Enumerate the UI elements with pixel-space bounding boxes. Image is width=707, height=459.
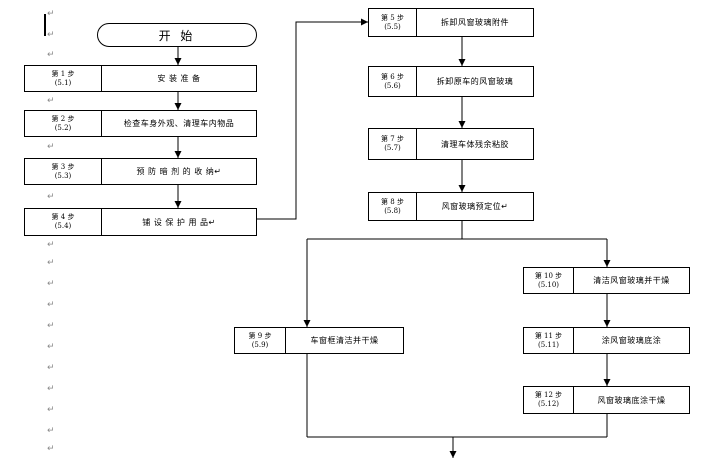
paragraph-mark: ↵ bbox=[47, 342, 55, 352]
step-task-10: 清洁风窗玻璃并干燥 bbox=[593, 276, 670, 285]
paragraph-mark: ↵ bbox=[47, 300, 55, 310]
step-box-6: 第 6 步 (5.6) 拆卸原车的风窗玻璃 bbox=[368, 66, 534, 97]
paragraph-mark: ↵ bbox=[47, 96, 55, 106]
paragraph-mark: ↵ bbox=[47, 50, 55, 60]
step-number-11: 第 11 步 (5.11) bbox=[524, 328, 574, 353]
step-box-7: 第 7 步 (5.7) 清理车体残余粘胶 bbox=[368, 128, 534, 160]
paragraph-mark: ↵ bbox=[47, 444, 55, 454]
step-box-11: 第 11 步 (5.11) 涂风窗玻璃底涂 bbox=[523, 327, 690, 354]
step-number-3: 第 3 步 (5.3) bbox=[25, 159, 102, 184]
step-task-5: 拆卸风窗玻璃附件 bbox=[441, 18, 509, 27]
step-box-4: 第 4 步 (5.4) 铺 设 保 护 用 品↵ bbox=[24, 208, 257, 236]
step-number-6: 第 6 步 (5.6) bbox=[369, 67, 417, 96]
paragraph-mark: ↵ bbox=[47, 405, 55, 415]
paragraph-mark: ↵ bbox=[47, 142, 55, 152]
paragraph-mark: ↵ bbox=[47, 363, 55, 373]
step-number-12: 第 12 步 (5.12) bbox=[524, 387, 574, 413]
step-task-12: 风窗玻璃底涂干燥 bbox=[597, 395, 666, 405]
step-task-2: 检查车身外观、清理车内物品 bbox=[123, 119, 235, 128]
paragraph-mark: ↵ bbox=[47, 384, 55, 394]
step-task-3: 预 防 暗 剂 的 收 纳↵ bbox=[136, 167, 222, 176]
step-box-8: 第 8 步 (5.8) 风窗玻璃预定位↵ bbox=[368, 192, 534, 221]
start-terminal: 开 始 bbox=[97, 23, 257, 47]
step-box-9: 第 9 步 (5.9) 车窗框清洁并干燥 bbox=[234, 327, 404, 354]
paragraph-mark: ↵ bbox=[47, 192, 55, 202]
step-task-6: 拆卸原车的风窗玻璃 bbox=[436, 77, 514, 86]
step-number-7: 第 7 步 (5.7) bbox=[369, 129, 417, 159]
step-task-11: 涂风窗玻璃底涂 bbox=[601, 336, 662, 345]
step-task-8: 风窗玻璃预定位↵ bbox=[441, 202, 509, 211]
paragraph-mark: ↵ bbox=[47, 258, 55, 268]
paragraph-mark: ↵ bbox=[47, 240, 55, 250]
step-number-9: 第 9 步 (5.9) bbox=[235, 328, 286, 353]
step-task-1: 安 装 准 备 bbox=[157, 74, 201, 83]
step-number-5: 第 5 步 (5.5) bbox=[369, 9, 417, 36]
step-box-1: 第 1 步 (5.1) 安 装 准 备 bbox=[24, 65, 257, 92]
step-number-8: 第 8 步 (5.8) bbox=[369, 193, 417, 220]
step-box-10: 第 10 步 (5.10) 清洁风窗玻璃并干燥 bbox=[523, 267, 690, 294]
step-task-9: 车窗框清洁并干燥 bbox=[310, 336, 379, 345]
step-task-4: 铺 设 保 护 用 品↵ bbox=[142, 217, 216, 227]
step-number-4: 第 4 步 (5.4) bbox=[25, 209, 102, 235]
paragraph-mark: ↵ bbox=[47, 321, 55, 331]
paragraph-mark: ↵ bbox=[47, 9, 55, 19]
paragraph-mark: ↵ bbox=[47, 30, 55, 40]
start-label: 开 始 bbox=[158, 28, 196, 43]
paragraph-mark: ↵ bbox=[47, 279, 55, 289]
text-cursor bbox=[44, 14, 46, 36]
step-number-10: 第 10 步 (5.10) bbox=[524, 268, 574, 293]
step-box-12: 第 12 步 (5.12) 风窗玻璃底涂干燥 bbox=[523, 386, 690, 414]
step-box-3: 第 3 步 (5.3) 预 防 暗 剂 的 收 纳↵ bbox=[24, 158, 257, 185]
step-box-2: 第 2 步 (5.2) 检查车身外观、清理车内物品 bbox=[24, 110, 257, 137]
step-number-2: 第 2 步 (5.2) bbox=[25, 111, 102, 136]
step-task-7: 清理车体残余粘胶 bbox=[441, 139, 509, 149]
arrow-step-4-to-5 bbox=[257, 18, 368, 220]
paragraph-mark: ↵ bbox=[47, 426, 55, 436]
step-number-1: 第 1 步 (5.1) bbox=[25, 66, 102, 91]
step-box-5: 第 5 步 (5.5) 拆卸风窗玻璃附件 bbox=[368, 8, 534, 37]
